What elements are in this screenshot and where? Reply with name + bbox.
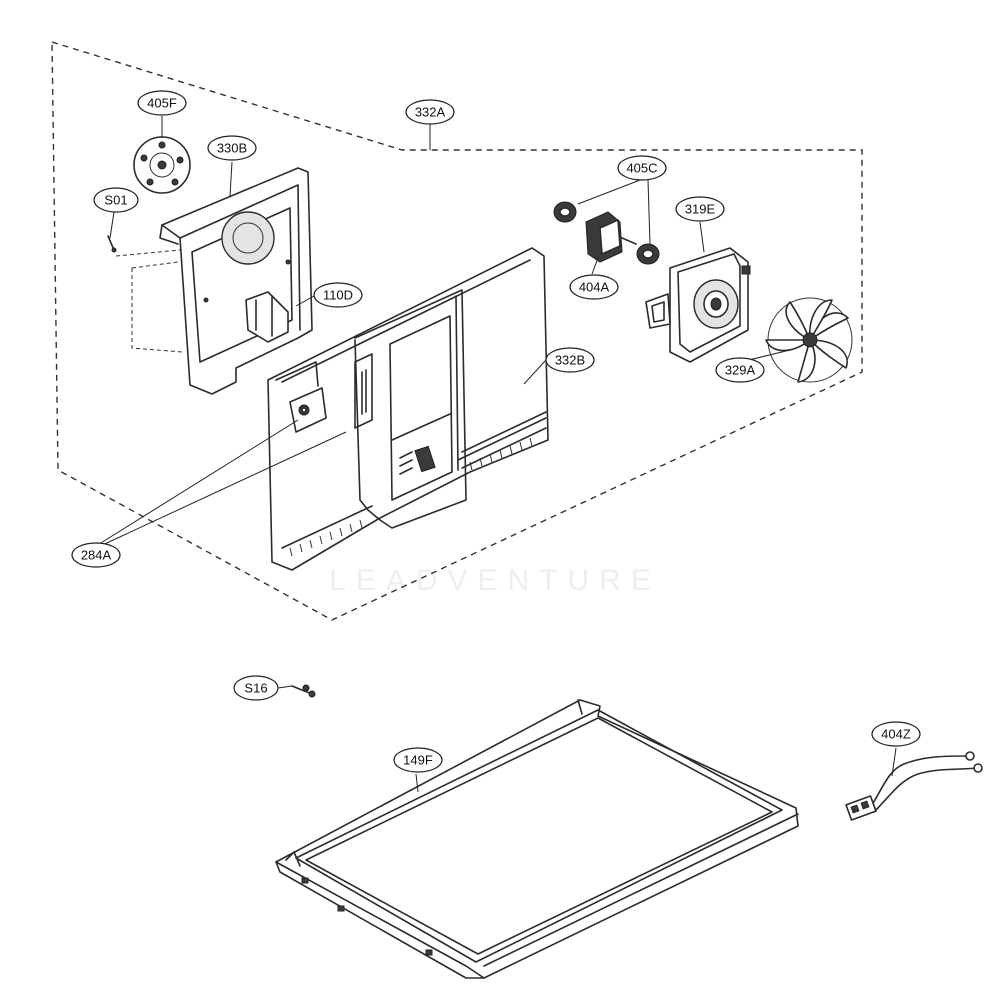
svg-text:S16: S16 (244, 681, 267, 696)
assembly-boundary (51, 41, 863, 621)
part-319E-fan-housing[interactable] (645, 247, 751, 363)
part-405C-grommets[interactable] (553, 201, 660, 265)
svg-text:329A: 329A (725, 363, 756, 378)
svg-text:332A: 332A (415, 105, 446, 120)
svg-text:319E: 319E (685, 202, 716, 217)
part-329A-fan-blade[interactable] (765, 297, 853, 383)
svg-text:110D: 110D (323, 288, 353, 303)
callout-329A: 329A (715, 357, 765, 383)
callout-405F: 405F (137, 90, 187, 116)
callout-S01: S01 (93, 187, 139, 213)
svg-text:330B: 330B (217, 141, 247, 156)
svg-text:404Z: 404Z (881, 727, 911, 742)
part-284A-bracket[interactable] (275, 361, 327, 433)
part-330B-frame[interactable] (159, 167, 313, 395)
callout-332A: 332A (405, 99, 455, 125)
watermark-text: LEADVENTURE (329, 564, 661, 597)
callout-404A: 404A (569, 274, 619, 300)
svg-text:149F: 149F (403, 753, 433, 768)
callout-319E: 319E (675, 196, 725, 222)
svg-text:332B: 332B (555, 353, 585, 368)
svg-text:404A: 404A (579, 280, 610, 295)
part-405F-disk[interactable] (133, 136, 191, 194)
part-S01-screw[interactable] (107, 235, 117, 253)
part-149F-shelf[interactable] (275, 699, 799, 979)
svg-text:S01: S01 (104, 193, 127, 208)
callout-330B: 330B (207, 135, 257, 161)
callout-332B: 332B (545, 347, 595, 373)
svg-text:405C: 405C (626, 161, 657, 176)
leader-lines (95, 116, 897, 793)
callout-404Z: 404Z (871, 721, 921, 747)
callout-149F: 149F (393, 747, 443, 773)
svg-text:405F: 405F (147, 96, 177, 111)
part-404Z-harness[interactable] (845, 751, 983, 821)
part-S16-screw[interactable] (291, 684, 316, 698)
callout-284A: 284A (71, 542, 121, 568)
callout-S16: S16 (233, 675, 279, 701)
callout-110D: 110D (313, 282, 363, 308)
part-332B-cover[interactable] (267, 247, 549, 571)
alignment-lines (115, 249, 183, 353)
part-404A-motor[interactable] (585, 211, 637, 263)
callout-405C: 405C (617, 155, 667, 181)
svg-text:284A: 284A (81, 548, 112, 563)
